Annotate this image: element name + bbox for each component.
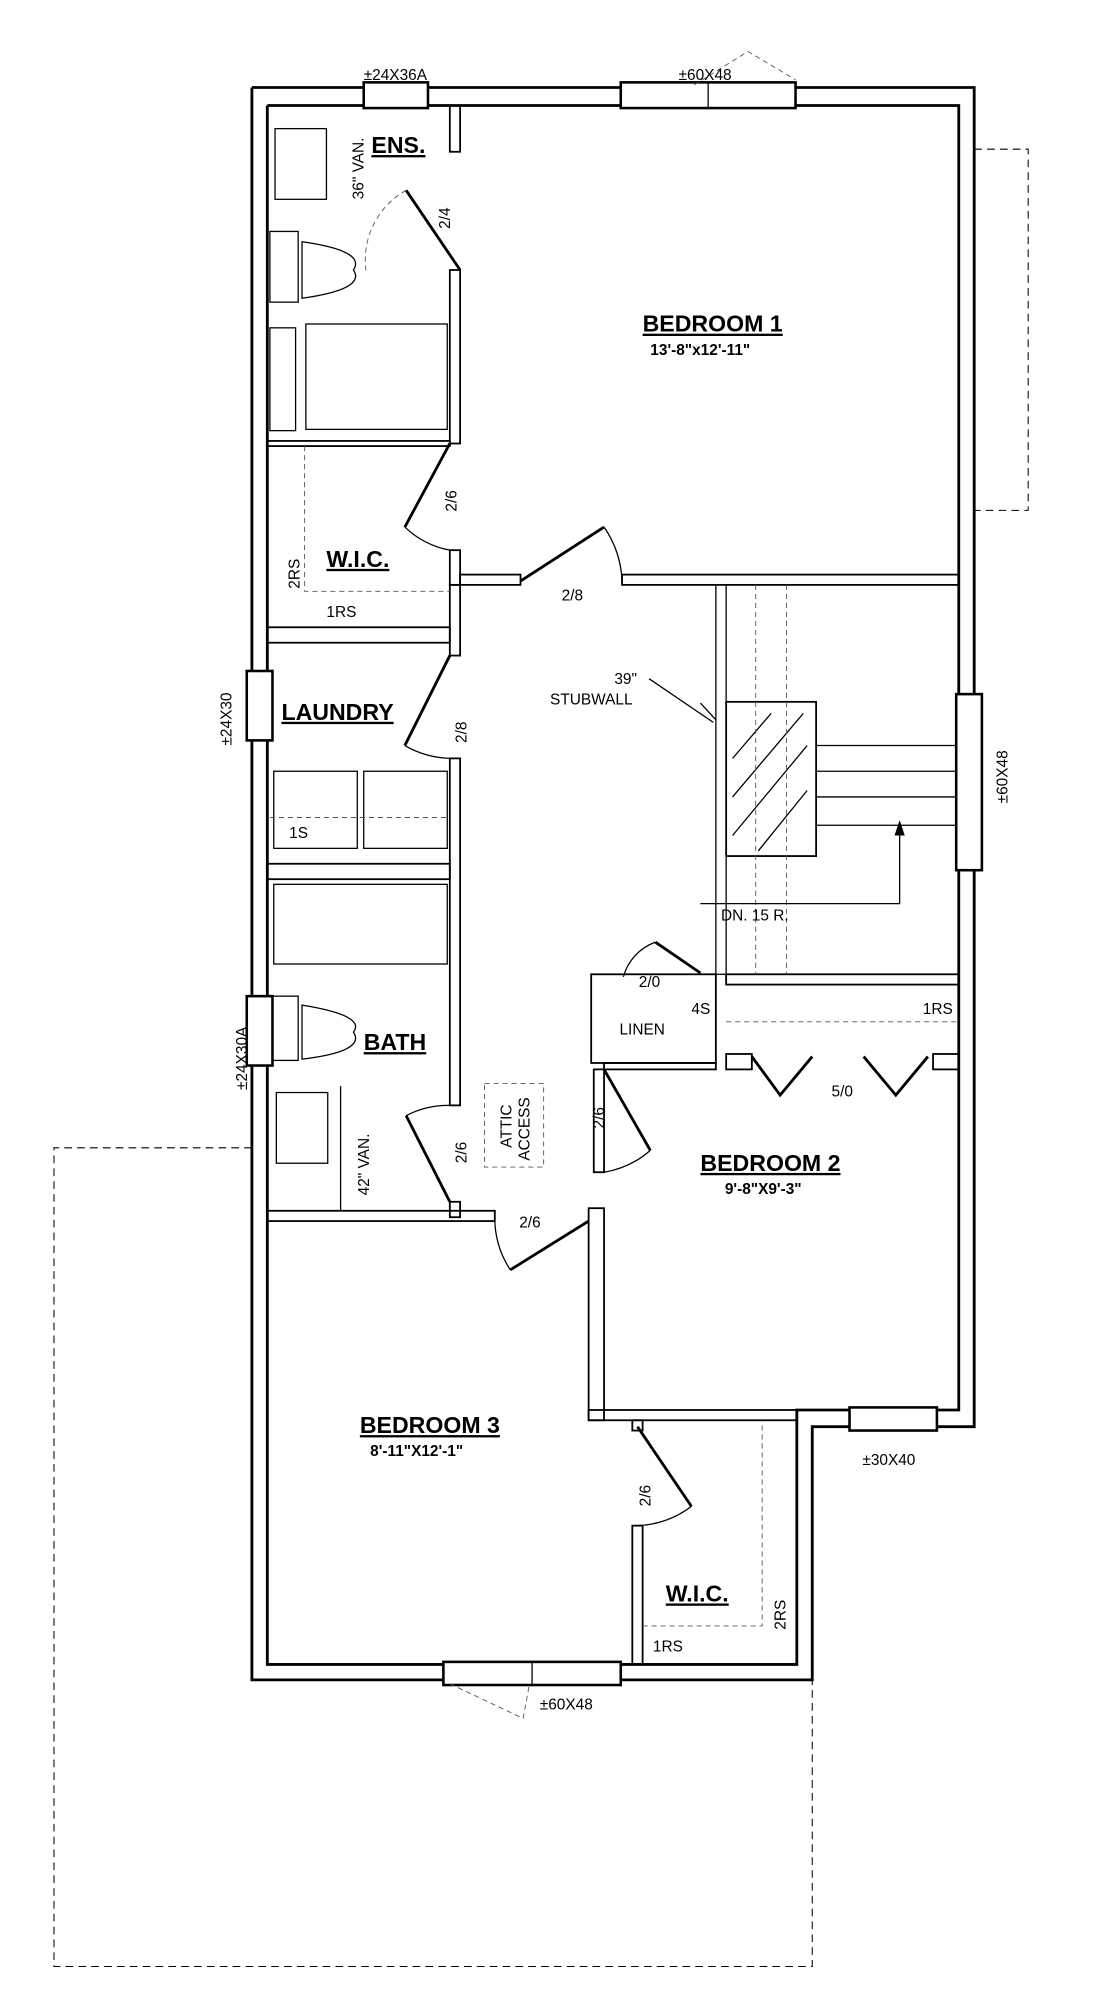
shelf-note: 1RS (653, 1639, 683, 1656)
shelf-note: 4S (691, 1001, 710, 1018)
room-label-wic1: W.I.C. (326, 546, 389, 572)
dryer (363, 770, 448, 849)
washer (273, 770, 358, 849)
window-label: ±60X48 (995, 750, 1012, 803)
stairs-arrow-icon (894, 820, 905, 836)
room-label-laundry: LAUNDRY (281, 699, 394, 725)
shelf-note: 1RS (923, 1001, 953, 1018)
bath-toilet (301, 1004, 356, 1060)
door-label: 2/8 (562, 587, 583, 604)
shelf-note: 2RS (286, 559, 303, 589)
vanity-note: 36" VAN. (351, 138, 368, 200)
room-size-bedroom2: 9'-8"X9'-3" (725, 1181, 802, 1198)
room-label-bedroom1: BEDROOM 1 (643, 311, 783, 337)
shelf-note: 1S (289, 825, 308, 842)
room-label-wic2: W.I.C. (666, 1580, 729, 1606)
room-size-bedroom3: 8'-11"X12'-1" (370, 1443, 463, 1460)
door-label: 2/0 (639, 974, 660, 991)
window-label: ±24X30A (234, 1026, 251, 1090)
room-label-linen: LINEN (619, 1022, 664, 1039)
door-label: 2/6 (519, 1214, 540, 1231)
ensuite-toilet-tank (269, 230, 299, 303)
room-label-bedroom3: BEDROOM 3 (360, 1412, 500, 1438)
ensuite-shower (305, 323, 448, 431)
door-label: 2/6 (454, 1142, 471, 1163)
fixtures (269, 127, 448, 1211)
door-label: 2/6 (443, 490, 460, 511)
window-label: ±60X48 (679, 67, 732, 84)
closet-shelves (269, 446, 959, 1627)
room-label-ensuite: ENS. (371, 132, 425, 158)
door-label: 2/6 (637, 1485, 654, 1506)
bath-sink (275, 1091, 329, 1164)
doors (364, 189, 930, 1527)
staircase (648, 584, 959, 975)
shelf-note: 2RS (772, 1600, 789, 1630)
roof-outline-right (973, 148, 1029, 511)
stairs-note: DN. 15 R. (721, 907, 789, 924)
shelf-note: 1RS (326, 604, 356, 621)
bath-toilet-tank (269, 995, 299, 1062)
door-label: 5/0 (832, 1083, 853, 1100)
attic-note: ACCESS (517, 1097, 534, 1160)
room-label-bedroom2: BEDROOM 2 (700, 1150, 840, 1176)
attic-note: ATTIC (499, 1104, 516, 1147)
attic-access-hatch (484, 1083, 545, 1168)
windows (245, 50, 984, 1720)
room-size-bedroom1: 13'-8"x12'-11" (650, 342, 750, 359)
door-label: 2/6 (591, 1107, 608, 1128)
window-label: ±30X40 (862, 1452, 915, 1469)
ensuite-toilet (301, 240, 356, 300)
window-label: ±24X36A (364, 67, 428, 84)
door-label: 2/8 (454, 722, 471, 743)
room-label-bath: BATH (364, 1029, 427, 1055)
ensuite-sink (274, 127, 328, 200)
stubwall-note: STUBWALL (550, 691, 633, 708)
vanity-note: 42" VAN. (356, 1134, 373, 1196)
window-label: ±60X48 (540, 1696, 593, 1713)
roof-outline-bottom (53, 1147, 813, 1967)
door-label: 2/4 (437, 207, 454, 229)
window-label: ±24X30 (218, 693, 235, 746)
stubwall-note: 39" (614, 671, 637, 688)
bathtub (273, 883, 448, 965)
stubwall (725, 700, 818, 857)
